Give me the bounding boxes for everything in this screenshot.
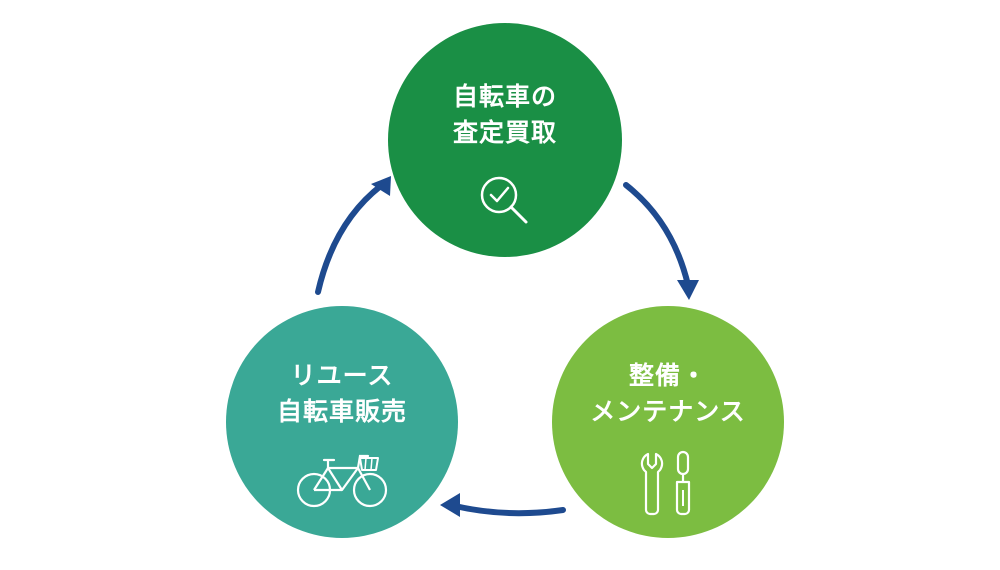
arrow-left-to-top [315, 182, 385, 295]
node-label-line: 査定買取 [452, 118, 557, 147]
node-maintenance: 整備・ メンテナンス [552, 306, 784, 538]
arrowhead-right [677, 280, 699, 300]
bicycle-icon [294, 448, 390, 516]
arrowhead-top [371, 176, 391, 196]
node-reuse-sales: リユース 自転車販売 [226, 306, 458, 538]
arrowhead-left [440, 493, 460, 517]
node-label: 自転車の 査定買取 [453, 79, 557, 151]
arrow-top-to-right [623, 182, 691, 288]
node-label-line: 自転車の [452, 82, 557, 111]
node-label-line: 整備・ [628, 361, 707, 390]
node-label-line: メンテナンス [590, 397, 746, 426]
node-label: 整備・ メンテナンス [590, 358, 746, 430]
node-label-line: リユース [290, 361, 394, 390]
arrow-right-to-left [452, 503, 566, 517]
wrench-screwdriver-icon [633, 448, 703, 522]
node-label-line: 自転車販売 [276, 397, 407, 426]
node-label: リユース 自転車販売 [277, 358, 407, 430]
magnifier-check-icon [473, 169, 537, 237]
node-appraisal-purchase: 自転車の 査定買取 [388, 23, 622, 257]
